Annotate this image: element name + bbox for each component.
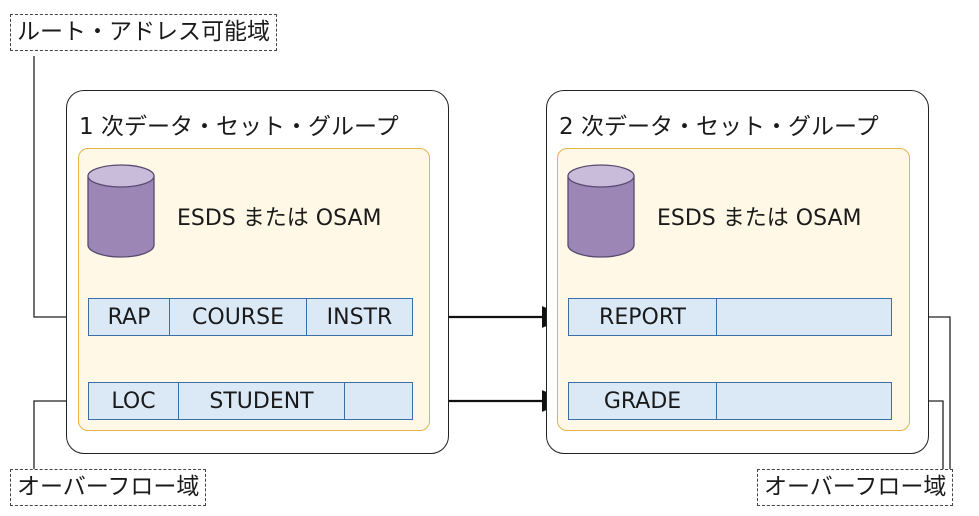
database-cylinder-icon [567,164,635,258]
secondary-group-title: 2 次データ・セット・グループ [559,114,879,140]
root-addressable-area-label: ルート・アドレス可能域 [10,14,277,51]
secondary-record-grade: GRADE [568,382,892,420]
segment-course: COURSE [170,299,307,335]
database-cylinder-icon [87,164,155,258]
segment-student: STUDENT [179,383,345,419]
overflow-area-label-left: オーバーフロー域 [10,469,207,506]
segment-rap: RAP [89,299,170,335]
segment-loc: LOC [89,383,179,419]
primary-record-overflow: LOC STUDENT [88,382,413,420]
primary-group-title: 1 次データ・セット・グループ [79,114,399,140]
secondary-dataset-label: ESDS または OSAM [657,206,862,231]
overflow-area-label-right: オーバーフロー域 [757,469,954,506]
segment-empty [717,383,891,419]
secondary-record-report: REPORT [568,298,892,336]
primary-dataset-label: ESDS または OSAM [177,206,382,231]
segment-instr: INSTR [326,304,393,330]
segment-empty [345,383,412,419]
primary-record-root: RAP COURSE INSTR [88,298,413,336]
segment-empty [717,299,891,335]
segment-grade: GRADE [569,383,717,419]
segment-report: REPORT [569,299,717,335]
